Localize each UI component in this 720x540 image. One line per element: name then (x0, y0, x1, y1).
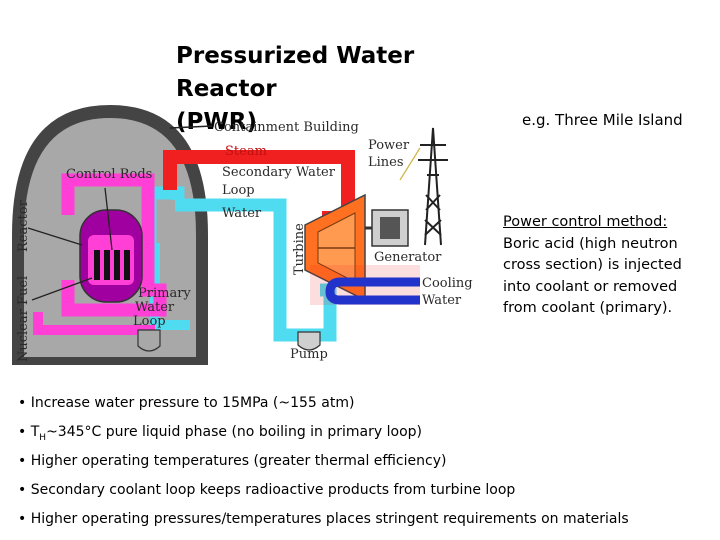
control-rods-leader (104, 187, 113, 251)
title-line-1: Pressurized Water Reactor (176, 43, 415, 102)
label-cooling-water-2: Water (422, 293, 462, 308)
label-pump: Pump (290, 347, 328, 362)
control-rod-1 (94, 250, 100, 280)
bullet-text-2: ~345°C pure liquid phase (no boiling in … (46, 424, 422, 440)
bullet-text-1: Increase water pressure to 15MPa (~155 a… (30, 395, 355, 411)
label-turbine: Turbine (292, 223, 307, 275)
temperature-symbol-main: T (30, 424, 40, 440)
example-note: e.g. Three Mile Island (522, 111, 683, 129)
label-cooling-water-1: Cooling (422, 276, 473, 291)
power-line (399, 147, 421, 181)
label-steam: Steam (225, 144, 267, 159)
title-line-2: (PWR) (176, 109, 257, 135)
label-power-lines-1: Power (368, 138, 410, 153)
cooling-water-loop (325, 277, 420, 305)
label-reactor: Reactor (16, 199, 31, 252)
pump-outside (297, 331, 321, 351)
bullet-text-3: Higher operating temperatures (greater t… (30, 453, 447, 469)
bullet-item: • Higher operating temperatures (greater… (18, 453, 447, 469)
label-secondary-loop-1: Secondary Water (222, 165, 336, 180)
label-primary-loop-2: Water (135, 300, 175, 315)
fuel-leader (31, 277, 93, 301)
bullet-item: • Secondary coolant loop keeps radioacti… (18, 482, 516, 498)
control-rod-4 (124, 250, 130, 280)
label-secondary-loop-2: Loop (222, 183, 255, 198)
containment-leader (169, 125, 213, 129)
power-control-heading: Power control method: (503, 214, 668, 230)
bullet-item: • TH~345°C pure liquid phase (no boiling… (18, 424, 422, 443)
bullet-item: • Increase water pressure to 15MPa (~155… (18, 395, 355, 411)
label-primary-loop-1: Primary (138, 286, 191, 301)
label-generator: Generator (374, 250, 442, 265)
primary-loop-pipe (61, 173, 167, 317)
reactor-leader (27, 227, 83, 246)
bullet-item: • Higher operating pressures/temperature… (18, 511, 629, 527)
label-power-lines-2: Lines (368, 155, 404, 170)
label-nuclear-fuel: Nuclear Fuel (16, 276, 31, 362)
slide-title: Pressurized Water Reactor (PWR) (176, 40, 506, 139)
generator-core (380, 217, 400, 239)
temperature-symbol-sub: H (39, 432, 47, 443)
bullet-text-5: Higher operating pressures/temperatures … (30, 511, 629, 527)
label-containment-building: Containment Building (214, 120, 359, 135)
label-water: Water (222, 206, 262, 221)
temperature-symbol: TH (30, 424, 47, 443)
label-primary-loop-3: Loop (133, 314, 166, 329)
power-control-body: Boric acid (high neutron cross section) … (503, 235, 682, 317)
pump (137, 329, 161, 352)
label-control-rods: Control Rods (66, 167, 152, 182)
bullet-list: • Increase water pressure to 15MPa (~155… (18, 393, 708, 538)
control-rod-3 (114, 250, 120, 280)
transmission-tower (418, 127, 448, 246)
bullet-text-4: Secondary coolant loop keeps radioactive… (30, 482, 516, 498)
control-rod-2 (104, 250, 110, 280)
power-control-note: Power control method: Boric acid (high n… (503, 212, 693, 320)
